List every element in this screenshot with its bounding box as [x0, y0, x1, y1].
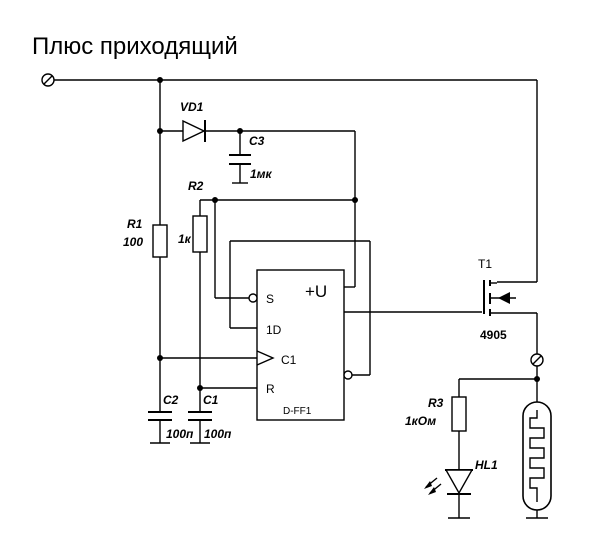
trigger-name: D-FF1	[283, 406, 312, 417]
pin-d-label: 1D	[266, 323, 282, 337]
resistor-r2: R2 1к	[178, 179, 358, 412]
capacitor-c3: C3 1мк	[229, 131, 273, 184]
c2-label: C2	[163, 393, 179, 407]
t1-label: T1	[478, 257, 492, 271]
led-hl1: HL1	[424, 458, 498, 519]
capacitor-c1: C1 100п	[188, 393, 232, 444]
c3-value: 1мк	[250, 167, 273, 181]
pin-c-label: C1	[281, 353, 297, 367]
r2-value: 1к	[178, 232, 192, 246]
pin-r-label: R	[266, 382, 275, 396]
c1-label: C1	[203, 393, 219, 407]
vd1-label: VD1	[180, 100, 204, 114]
r1-value: 100	[123, 235, 143, 249]
r2-label: R2	[188, 179, 204, 193]
trigger-wiring	[160, 197, 482, 389]
capacitor-c2: C2 100п	[148, 393, 194, 444]
r3-value: 1кОм	[405, 414, 436, 428]
r1-label: R1	[127, 217, 143, 231]
c3-label: C3	[249, 134, 265, 148]
diode-vd1: VD1	[157, 100, 356, 200]
supply-rail	[54, 77, 538, 283]
pin-s-label: S	[266, 292, 274, 306]
hl1-label: HL1	[475, 458, 498, 472]
d-flip-flop: +U S 1D C1 R D-FF1	[256, 269, 353, 421]
heater-element	[522, 401, 552, 519]
trigger-power-label: +U	[305, 282, 327, 301]
resistor-r3: R3 1кОм	[405, 379, 467, 470]
output-terminal	[459, 353, 544, 402]
transistor-t1: T1 4905	[478, 257, 538, 354]
c2-value: 100п	[166, 427, 194, 441]
resistor-r1: R1 100	[123, 217, 168, 412]
c1-value: 100п	[204, 427, 232, 441]
t1-value: 4905	[480, 328, 507, 342]
input-terminal	[41, 73, 55, 87]
diagram-title: Плюс приходящий	[32, 33, 238, 60]
r3-label: R3	[428, 396, 444, 410]
